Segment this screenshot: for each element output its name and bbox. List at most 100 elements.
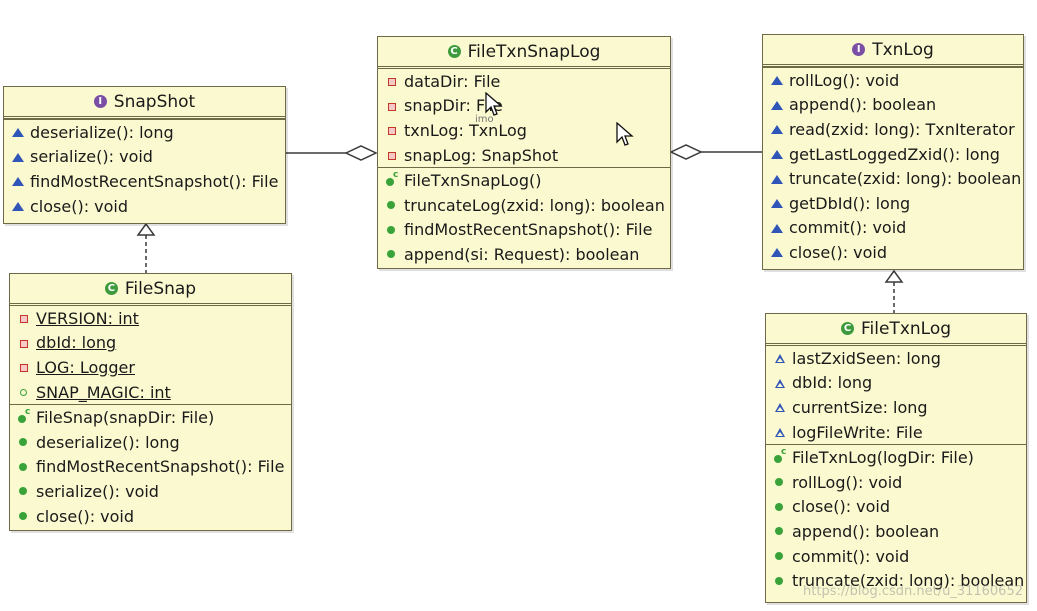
package-visibility-icon xyxy=(770,98,784,112)
private-visibility-icon xyxy=(385,74,399,88)
method-row[interactable]: close(): void xyxy=(763,240,1023,265)
method-row[interactable]: getLastLoggedZxid(): long xyxy=(763,142,1023,167)
method-row[interactable]: FileTxnSnapLog() xyxy=(378,168,670,193)
method-label: append(): boolean xyxy=(789,95,937,115)
field-row[interactable]: dbId: long xyxy=(766,371,1026,396)
method-row[interactable]: truncateLog(zxid: long): boolean xyxy=(378,193,670,218)
method-row[interactable]: commit(): void xyxy=(763,216,1023,241)
method-row[interactable]: truncate(zxid: long): boolean xyxy=(766,568,1026,593)
method-row[interactable]: rollLog(): void xyxy=(763,68,1023,93)
method-label: truncate(zxid: long): boolean xyxy=(789,169,1022,189)
method-label: append(si: Request): boolean xyxy=(404,244,640,264)
method-label: deserialize(): long xyxy=(36,432,180,452)
public-visibility-icon xyxy=(773,475,787,489)
method-row[interactable]: close(): void xyxy=(4,194,285,219)
field-label: txnLog: TxnLog xyxy=(404,120,527,140)
field-row[interactable]: lastZxidSeen: long xyxy=(766,346,1026,371)
constructor-visibility-icon xyxy=(773,447,787,465)
private-visibility-icon xyxy=(17,336,31,350)
method-row[interactable]: serialize(): void xyxy=(4,145,285,170)
field-compartment: dataDir: File snapDir: File txnLog: TxnLog… xyxy=(378,69,670,169)
method-label: FileTxnLog(logDir: File) xyxy=(792,448,974,468)
method-label: findMostRecentSnapshot(): File xyxy=(30,171,279,191)
public-visibility-icon xyxy=(17,460,31,474)
field-label: lastZxidSeen: long xyxy=(792,348,941,368)
package-hollow-visibility-icon xyxy=(773,425,787,439)
package-visibility-icon xyxy=(770,73,784,87)
field-row[interactable]: dataDir: File xyxy=(378,69,670,94)
realization-arrowhead-filesnap xyxy=(136,222,156,236)
method-row[interactable]: close(): void xyxy=(766,495,1026,520)
method-row[interactable]: findMostRecentSnapshot(): File xyxy=(4,169,285,194)
method-row[interactable]: append(): boolean xyxy=(766,519,1026,544)
package-visibility-icon xyxy=(770,245,784,259)
field-row[interactable]: currentSize: long xyxy=(766,395,1026,420)
constructor-visibility-icon xyxy=(17,407,31,425)
field-row[interactable]: logFileWrite: File xyxy=(766,420,1026,445)
public-visibility-icon xyxy=(385,223,399,237)
method-row[interactable]: truncate(zxid: long): boolean xyxy=(763,166,1023,191)
constructor-visibility-icon xyxy=(385,170,399,188)
field-row[interactable]: LOG: Logger xyxy=(10,355,291,380)
method-row[interactable]: FileSnap(snapDir: File) xyxy=(10,405,291,430)
method-row[interactable]: serialize(): void xyxy=(10,479,291,504)
method-label: getDbId(): long xyxy=(789,193,911,213)
method-row[interactable]: findMostRecentSnapshot(): File xyxy=(378,218,670,243)
method-row[interactable]: append(): boolean xyxy=(763,93,1023,118)
public-visibility-icon xyxy=(17,484,31,498)
method-row[interactable]: commit(): void xyxy=(766,544,1026,569)
public-visibility-icon xyxy=(385,247,399,261)
method-row[interactable]: append(si: Request): boolean xyxy=(378,242,670,267)
public-visibility-icon xyxy=(385,198,399,212)
package-visibility-icon xyxy=(11,150,25,164)
field-label: dbId: long xyxy=(36,333,117,353)
package-visibility-icon xyxy=(770,221,784,235)
method-row[interactable]: close(): void xyxy=(10,504,291,529)
field-label: dataDir: File xyxy=(404,71,501,91)
field-row[interactable]: snapLog: SnapShot xyxy=(378,143,670,168)
field-label: logFileWrite: File xyxy=(792,422,923,442)
field-row[interactable]: VERSION: int xyxy=(10,306,291,331)
package-hollow-visibility-icon xyxy=(773,376,787,390)
method-label: deserialize(): long xyxy=(30,122,174,142)
mouse-cursor-icon xyxy=(616,122,634,146)
mouse-cursor-icon xyxy=(485,92,503,116)
method-compartment: FileSnap(snapDir: File)deserialize(): lo… xyxy=(10,405,291,528)
field-label: snapDir: File xyxy=(404,96,503,116)
public-hollow-visibility-icon xyxy=(17,385,31,399)
method-row[interactable]: getDbId(): long xyxy=(763,191,1023,216)
method-label: truncate(zxid: long): boolean xyxy=(792,571,1025,591)
field-row[interactable]: snapDir: File xyxy=(378,94,670,119)
method-compartment: FileTxnLog(logDir: File)rollLog(): voidc… xyxy=(766,445,1026,593)
method-label: append(): boolean xyxy=(792,521,940,541)
method-row[interactable]: read(zxid: long): TxnIterator xyxy=(763,117,1023,142)
method-row[interactable]: deserialize(): long xyxy=(4,120,285,145)
method-row[interactable]: deserialize(): long xyxy=(10,430,291,455)
method-row[interactable]: FileTxnLog(logDir: File) xyxy=(766,445,1026,470)
field-compartment xyxy=(4,119,285,120)
field-row[interactable]: SNAP_MAGIC: int xyxy=(10,380,291,405)
field-row[interactable]: txnLog: TxnLog xyxy=(378,118,670,143)
method-row[interactable]: findMostRecentSnapshot(): File xyxy=(10,455,291,480)
method-row[interactable]: rollLog(): void xyxy=(766,470,1026,495)
field-row[interactable]: dbId: long xyxy=(10,331,291,356)
watermark: https://blog.csdn.net/u_31160652 xyxy=(803,584,1023,599)
field-label: dbId: long xyxy=(792,373,873,393)
method-label: close(): void xyxy=(36,506,135,526)
private-visibility-icon xyxy=(17,360,31,374)
method-label: truncateLog(zxid: long): boolean xyxy=(404,195,665,215)
interface-icon: I xyxy=(93,95,107,108)
